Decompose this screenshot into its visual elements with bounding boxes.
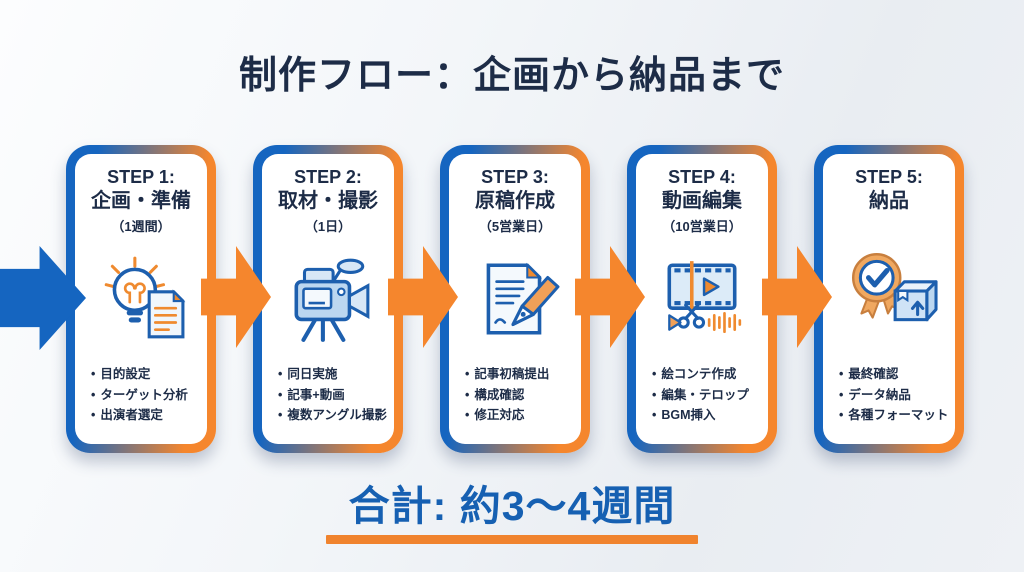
- step-number: STEP 2:: [294, 167, 362, 187]
- step-bullets: 最終確認 データ納品 各種フォーマット: [829, 364, 949, 428]
- step-bullets: 記事初稿提出 構成確認 修正対応: [455, 364, 575, 428]
- bullet-item: 最終確認: [839, 364, 945, 385]
- total-duration-label: 合計: 約3〜4週間: [348, 483, 676, 529]
- lightbulb-document-icon: [81, 235, 201, 365]
- step-title: 原稿作成: [475, 189, 555, 212]
- bullet-item: データ納品: [839, 385, 945, 406]
- step-number: STEP 1:: [107, 167, 175, 187]
- step-card-2: STEP 2: 取材・撮影 （1日）: [253, 145, 403, 453]
- bullet-item: 同日実施: [278, 364, 384, 385]
- bullet-item: 記事初稿提出: [465, 364, 571, 385]
- bullet-item: 絵コンテ作成: [652, 364, 758, 385]
- step-card-3: STEP 3: 原稿作成 （5営業日） 記事初稿提出: [440, 145, 590, 453]
- bullet-item: 複数アングル撮影: [278, 405, 387, 426]
- step-bullets: 同日実施 記事+動画 複数アングル撮影: [268, 364, 388, 428]
- step-title: 取材・撮影: [278, 189, 378, 212]
- step-bullets: 目的設定 ターゲット分析 出演者選定: [81, 364, 201, 428]
- step-number: STEP 3:: [481, 167, 549, 187]
- bullet-item: 記事+動画: [278, 385, 384, 406]
- bullet-item: 出演者選定: [91, 405, 197, 426]
- bullet-item: 構成確認: [465, 385, 571, 406]
- step-title: 納品: [869, 189, 909, 212]
- bullet-item: 修正対応: [465, 405, 571, 426]
- step-duration: （1週間）: [111, 218, 171, 234]
- page-title: 制作フロー：企画から納品まで: [238, 55, 785, 97]
- step-duration: （5営業日）: [478, 218, 552, 234]
- step-number: STEP 5:: [855, 167, 923, 187]
- step-number: STEP 4:: [668, 167, 736, 187]
- delivery-badge-icon: [829, 216, 949, 365]
- step-card-5: STEP 5: 納品 最終確認 データ納品: [814, 145, 964, 453]
- bullet-item: 各種フォーマット: [839, 405, 948, 426]
- video-camera-icon: [268, 235, 388, 365]
- bullet-item: 目的設定: [91, 364, 197, 385]
- bullet-item: BGM挿入: [652, 405, 758, 426]
- total-duration: 合計: 約3〜4週間: [0, 472, 1024, 544]
- step-title: 企画・準備: [91, 189, 191, 212]
- bullet-item: ターゲット分析: [91, 385, 197, 406]
- manuscript-pen-icon: [455, 235, 575, 365]
- total-underline: [326, 535, 698, 544]
- step-card-1: STEP 1: 企画・準備 （1週間）: [66, 145, 216, 453]
- step-duration: （10営業日）: [662, 218, 742, 234]
- bullet-item: 編集・テロップ: [652, 385, 758, 406]
- step-duration: （1日）: [304, 218, 352, 234]
- step-card-4: STEP 4: 動画編集 （10営業日）: [627, 145, 777, 453]
- step-title: 動画編集: [662, 189, 742, 212]
- step-bullets: 絵コンテ作成 編集・テロップ BGM挿入: [642, 364, 762, 428]
- video-editing-icon: [642, 235, 762, 365]
